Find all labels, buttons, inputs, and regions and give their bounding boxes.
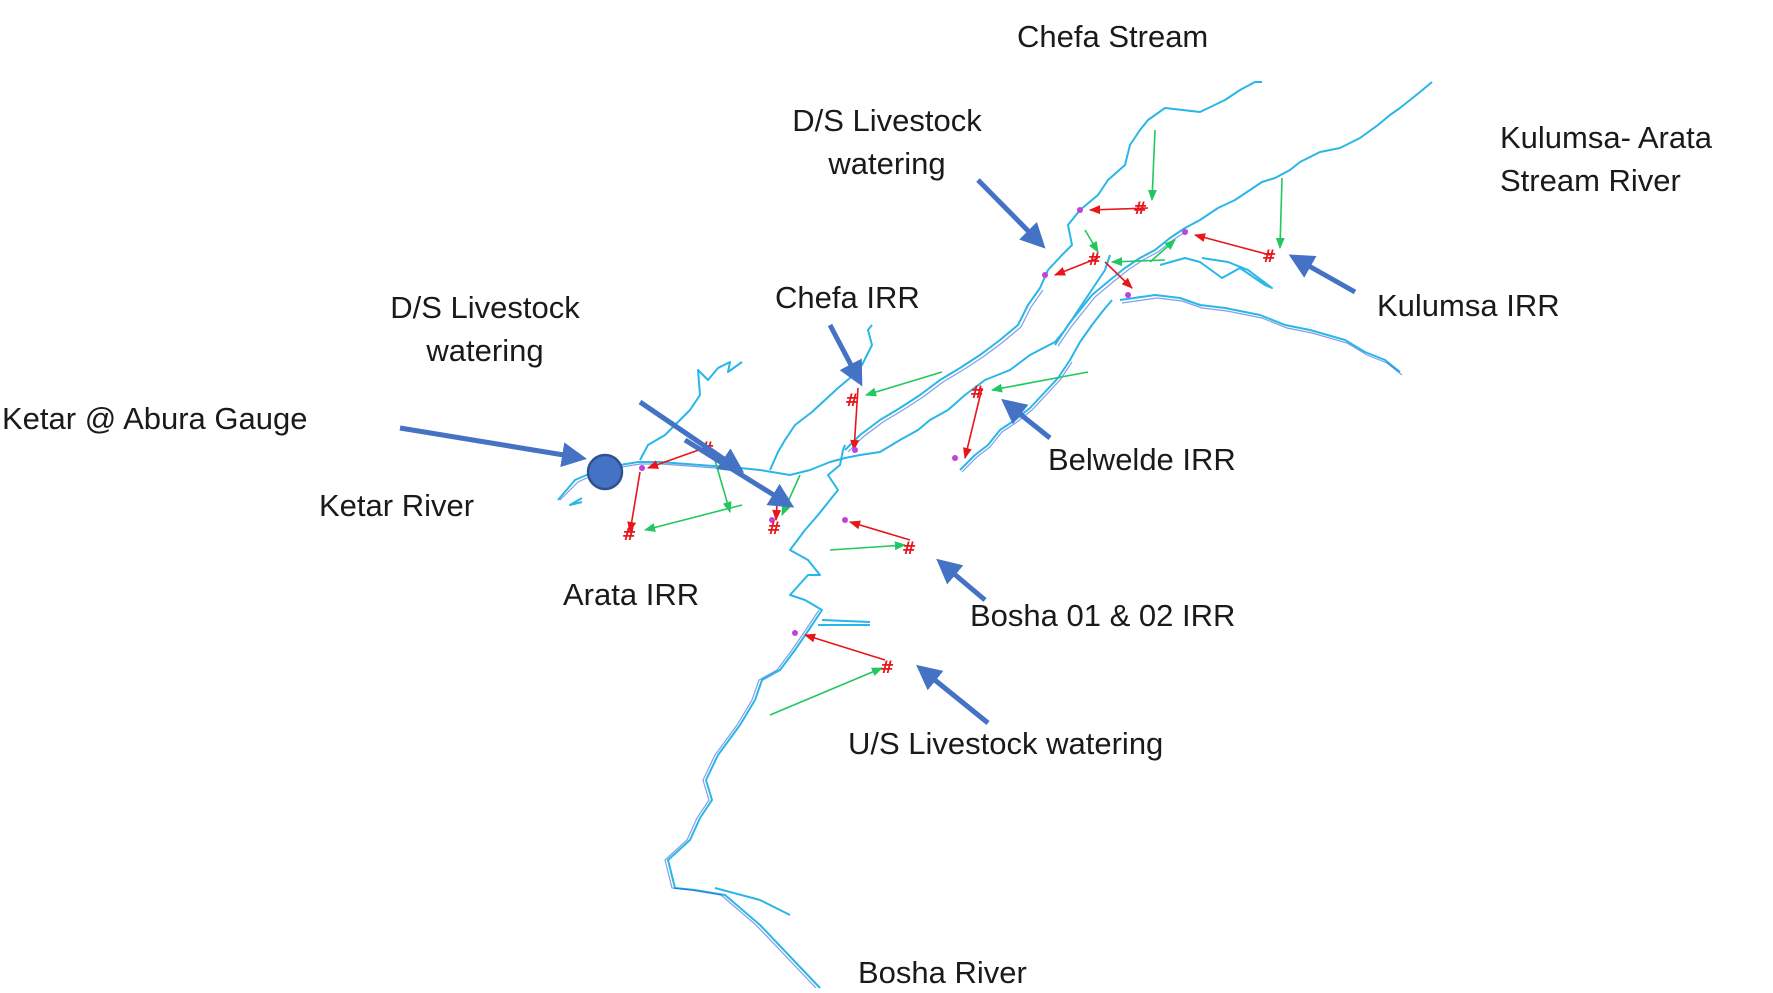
arrow-bosha-irr [936, 558, 987, 602]
kulumsa-diversion-2 [1053, 257, 1099, 276]
label-ds-livestock-watering-lower: D/S Livestock watering [390, 290, 580, 368]
label-bosha-irr: Bosha 01 & 02 IRR [970, 598, 1236, 633]
belwelde-branch [959, 299, 1113, 471]
demand-marker-chefa-irr: # [845, 391, 859, 411]
label-chefa-stream: Chefa Stream [1017, 19, 1209, 54]
node [1077, 207, 1083, 213]
chefa-irr-return [864, 371, 943, 397]
us-livestock-return [769, 667, 884, 716]
chefa-stream-line [844, 81, 1262, 451]
arrow-us-livestock [916, 664, 990, 725]
label-belwelde-irr: Belwelde IRR [1048, 442, 1236, 477]
node [952, 455, 958, 461]
label-arata-irr: Arata IRR [563, 577, 700, 612]
label-ketar-river: Ketar River [319, 488, 475, 523]
river-nodes [639, 207, 1188, 636]
bosha-irr-return [829, 541, 907, 551]
node [852, 447, 858, 453]
arata-upper-branch [639, 361, 743, 461]
ds-livestock-1-return [1147, 129, 1157, 202]
chefa-irr-branch [769, 324, 873, 471]
kulumsa-diversion [1193, 233, 1271, 256]
arrow-chefa-irr [827, 323, 863, 387]
belwelde-diversion [963, 387, 983, 460]
ds-livestock-2-return [781, 474, 801, 517]
arrow-ds-livestock-1 [976, 178, 1046, 249]
kulumsa-return-2 [1110, 257, 1166, 267]
bosha-irr-diversion [848, 520, 911, 541]
kulumsa-upper-branch [1159, 257, 1273, 289]
us-livestock-diversion [803, 633, 886, 661]
kulumsa-diversion-3 [1104, 261, 1133, 289]
bosha-side-branch-3 [821, 619, 871, 623]
demand-marker-kulumsa-2: # [1087, 250, 1101, 270]
ketar-river-main-2 [559, 463, 743, 501]
pointer-arrows [399, 178, 1357, 725]
node [1182, 229, 1188, 235]
ds-livestock-2-diversion [772, 487, 782, 522]
label-us-livestock-watering: U/S Livestock watering [848, 726, 1164, 761]
arata-lower-branch [569, 497, 583, 506]
label-kulumsa-irr: Kulumsa IRR [1377, 288, 1560, 323]
demand-marker-ds-livestock-1: # [1133, 199, 1147, 219]
bosha-river-line-2 [664, 609, 820, 989]
label-kulumsa-arata-stream: Kulumsa- Arata Stream River [1500, 120, 1712, 198]
node [842, 517, 848, 523]
arrow-ds-livestock-2 [638, 399, 745, 473]
label-ketar-abura-gauge: Ketar @ Abura Gauge [2, 401, 308, 436]
arrow-kulumsa-irr [1288, 254, 1357, 295]
node [1125, 292, 1131, 298]
kulumsa-lower-branch [1119, 294, 1401, 373]
demand-links [627, 129, 1285, 716]
river-network [557, 81, 1433, 989]
kulumsa-return-4 [1149, 239, 1176, 263]
arata-diversion-2 [627, 471, 641, 534]
kulumsa-arata-line-2 [1057, 229, 1189, 347]
ds-livestock-1-diversion [1088, 205, 1149, 215]
arrow-ketar-gauge [399, 425, 587, 468]
node [769, 517, 775, 523]
ketar-abura-gauge-marker [586, 453, 624, 491]
node [639, 465, 645, 471]
arata-return [643, 504, 743, 532]
label-bosha-river: Bosha River [858, 955, 1027, 990]
arrow-ds-livestock-2b [683, 437, 795, 508]
demand-marker-arata-2: # [622, 525, 636, 545]
demand-marker-ds-livestock-2: # [767, 519, 781, 539]
demand-marker-belwelde: # [970, 383, 984, 403]
chefa-irr-diversion [850, 387, 860, 452]
label-chefa-irr: Chefa IRR [775, 280, 920, 315]
label-ds-livestock-watering-upper: D/S Livestock watering [792, 103, 982, 181]
belwelde-return [990, 371, 1089, 393]
demand-marker-bosha-irr: # [902, 539, 916, 559]
node [1042, 272, 1048, 278]
chefa-stream-line-2 [847, 289, 1044, 453]
demand-marker-kulumsa: # [1262, 247, 1276, 267]
node [792, 630, 798, 636]
demand-marker-us-livestock: # [880, 658, 894, 678]
bosha-side-branch [714, 887, 791, 916]
kulumsa-return-3 [1084, 229, 1099, 253]
arrow-belwelde-irr [1001, 398, 1052, 440]
kulumsa-arata-line [1054, 81, 1433, 346]
bosha-river-line [667, 444, 846, 989]
kulumsa-lower-branch-2 [1121, 297, 1403, 376]
kulumsa-return [1275, 177, 1285, 250]
